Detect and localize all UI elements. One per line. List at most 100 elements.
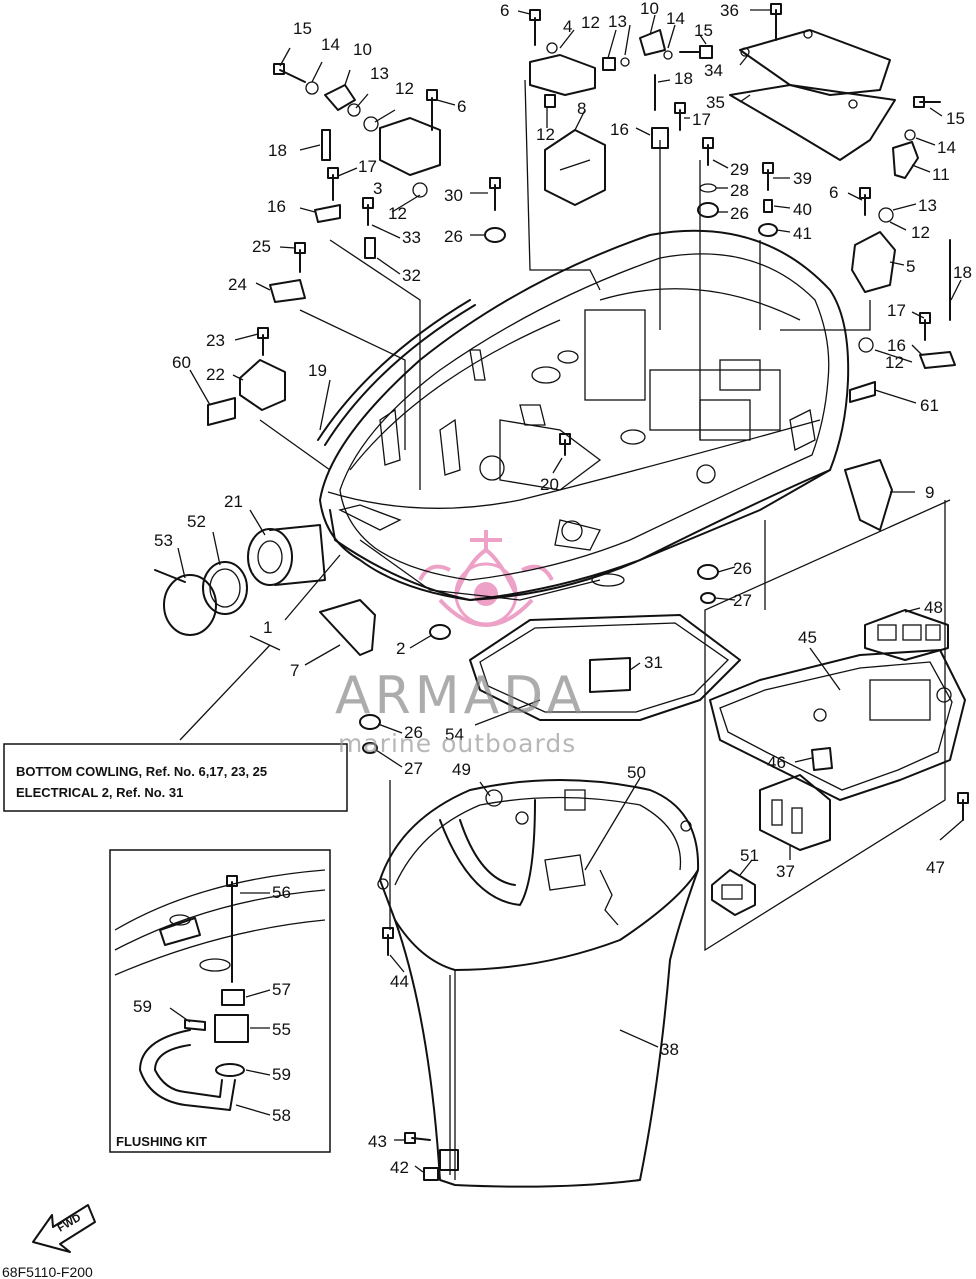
label-60 [207, 397, 236, 426]
part-number-34: 34 [704, 61, 723, 80]
part-number-32: 32 [402, 266, 421, 285]
part-number-53: 53 [154, 531, 173, 550]
bracket-3 [379, 117, 441, 176]
part-number-17: 17 [887, 301, 906, 320]
part-number-56: 56 [272, 883, 291, 902]
part-number-6: 6 [457, 97, 466, 116]
part-number-18: 18 [953, 263, 972, 282]
clamp-53 [154, 569, 217, 636]
part-number-28: 28 [730, 181, 749, 200]
part-number-18: 18 [674, 69, 693, 88]
diagram-code: 68F5110-F200 [2, 1264, 93, 1279]
part-number-26: 26 [730, 204, 749, 223]
part-number-25: 25 [252, 237, 271, 256]
part-number-31: 31 [644, 653, 663, 672]
part-number-22: 22 [206, 365, 225, 384]
part-number-7: 7 [290, 661, 299, 680]
part-number-51: 51 [740, 846, 759, 865]
part-number-16: 16 [267, 197, 286, 216]
part-number-26: 26 [444, 227, 463, 246]
part-number-54: 54 [445, 725, 464, 744]
part-number-58: 58 [272, 1106, 291, 1125]
part-number-13: 13 [370, 64, 389, 83]
part-number-33: 33 [402, 228, 421, 247]
part-number-12: 12 [388, 204, 407, 223]
part-number-9: 9 [925, 483, 934, 502]
part-number-26: 26 [404, 723, 423, 742]
part-number-52: 52 [187, 512, 206, 531]
part-number-49: 49 [452, 760, 471, 779]
label-61 [849, 381, 876, 403]
part-number-45: 45 [798, 628, 817, 647]
reference-note-line-2: ELECTRICAL 2, Ref. No. 31 [16, 785, 183, 800]
part-number-13: 13 [608, 12, 627, 31]
part-number-14: 14 [666, 9, 685, 28]
part-number-20: 20 [540, 475, 559, 494]
part-number-61: 61 [920, 396, 939, 415]
part-number-37: 37 [776, 862, 795, 881]
part-number-16: 16 [887, 336, 906, 355]
part-number-43: 43 [368, 1132, 387, 1151]
part-number-24: 24 [228, 275, 247, 294]
part-number-26: 26 [733, 559, 752, 578]
part-number-57: 57 [272, 980, 291, 999]
bracket-22 [239, 359, 286, 411]
bracket-4 [529, 42, 596, 96]
part-number-50: 50 [627, 763, 646, 782]
gasket-54 [469, 614, 741, 721]
grommet-51 [711, 869, 756, 916]
bracket-5 [851, 231, 896, 293]
part-number-18: 18 [268, 141, 287, 160]
part-number-44: 44 [390, 972, 409, 991]
leader-lines [177, 9, 964, 1173]
part-number-10: 10 [353, 40, 372, 59]
clamp-52 [202, 561, 248, 615]
part-number-5: 5 [906, 257, 915, 276]
bracket-34 [729, 29, 896, 161]
part-number-12: 12 [536, 125, 555, 144]
part-number-10: 10 [640, 0, 659, 18]
part-number-2: 2 [396, 639, 405, 658]
part-number-39: 39 [793, 169, 812, 188]
fwd-arrow: FWD [32, 1204, 96, 1253]
hardware [257, 3, 969, 1181]
part-number-14: 14 [937, 138, 956, 157]
reference-note-line-1: BOTTOM COWLING, Ref. No. 6,17, 23, 25 [16, 764, 267, 779]
bracket-9 [844, 459, 893, 531]
part-number-19: 19 [308, 361, 327, 380]
mount-37 [759, 774, 831, 851]
part-number-12: 12 [885, 353, 904, 372]
part-number-36: 36 [720, 1, 739, 20]
watermark-tagline: marine outboards [338, 729, 576, 758]
part-number-13: 13 [918, 196, 937, 215]
part-number-42: 42 [390, 1158, 409, 1177]
part-number-14: 14 [321, 35, 340, 54]
part-number-12: 12 [911, 223, 930, 242]
part-number-12: 12 [581, 13, 600, 32]
part-number-17: 17 [358, 157, 377, 176]
reference-note-box: BOTTOM COWLING, Ref. No. 6,17, 23, 25 EL… [3, 743, 348, 812]
part-number-3: 3 [373, 179, 382, 198]
part-number-12: 12 [395, 79, 414, 98]
flushing-kit-inset: FLUSHING KIT [109, 849, 331, 1153]
part-number-40: 40 [793, 200, 812, 219]
grommet-46 [811, 747, 833, 771]
part-number-47: 47 [926, 858, 945, 877]
watermark-brand: ARMADA [335, 666, 586, 726]
part-number-23: 23 [206, 331, 225, 350]
part-number-15: 15 [946, 109, 965, 128]
part-number-6: 6 [829, 183, 838, 202]
part-number-6: 6 [500, 1, 509, 20]
part-number-27: 27 [733, 591, 752, 610]
part-number-48: 48 [924, 598, 943, 617]
part-number-1: 1 [263, 618, 272, 637]
part-number-35: 35 [706, 93, 725, 112]
part-number-59: 59 [272, 1065, 291, 1084]
bracket-45 [709, 649, 966, 801]
bracket-11 [892, 141, 919, 179]
fitting-21 [247, 524, 326, 586]
part-number-15: 15 [694, 21, 713, 40]
clip-24 [269, 279, 306, 303]
